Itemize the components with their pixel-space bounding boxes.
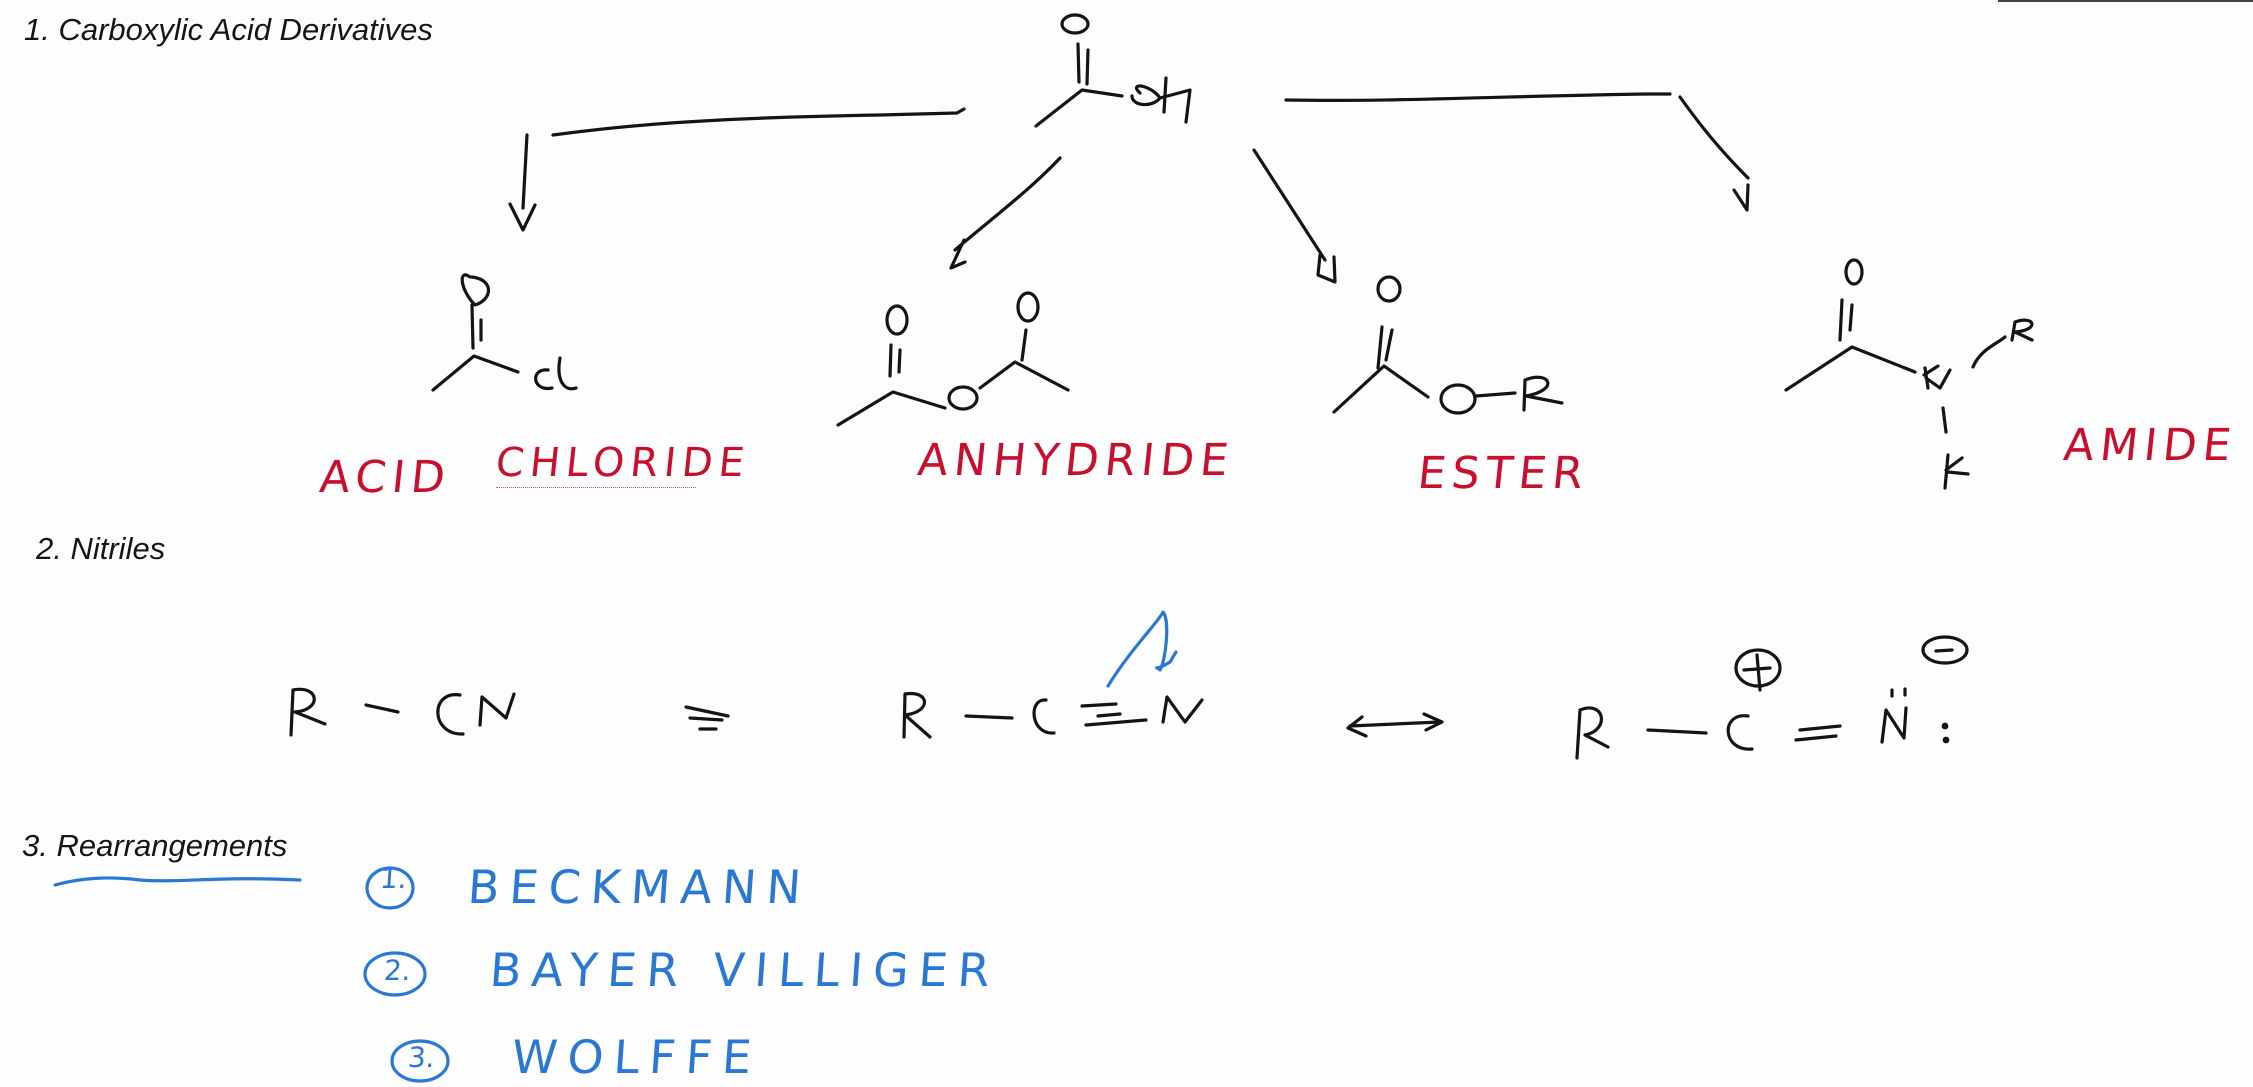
spellcheck-underline [496,487,696,488]
arrow-to-ester [1252,148,1337,284]
section-heading-rearrangements: 3. Rearrangements [22,828,288,863]
chlorine-cl-glyph [534,356,578,391]
reaction-arrows [508,92,1750,284]
rearrangements-underline-squiggle [53,876,302,887]
rearrangement-index-3: 3. [406,1041,436,1074]
nitrile-n-glyph [478,692,516,727]
ester-r-glyph [1522,375,1564,412]
amide-r-lower-glyph [1943,453,1970,490]
rearrangement-beckmann: BECKMANN [466,860,813,914]
rearrangement-index-1: 1. [378,862,408,895]
carbonyl-oxygen-glyph [1060,13,1090,35]
amide-r-upper-glyph [2010,318,2034,342]
rearrangement-number-circles [363,866,450,1083]
label-acid: ACID [317,452,454,503]
amide-n-glyph [1922,364,1952,390]
equivalence-sign [684,705,730,731]
bridging-oxygen-glyph [947,385,979,411]
label-anhydride: ANHYDRIDE [915,435,1237,486]
arrow-to-amide [1284,92,1750,212]
carboxylic-acid-structure [1034,13,1192,128]
anhydride-structure [836,291,1070,427]
hydroxyl-oh-glyph [1130,76,1192,124]
positive-charge-circle [1734,648,1782,688]
number-circle-3 [390,1039,450,1083]
arrow-to-anhydride [949,156,1062,270]
section-heading-carboxylic-acid-derivatives: 1. Carboxylic Acid Derivatives [24,12,433,47]
negative-charge-circle [1921,635,1969,665]
nitrile-formulas [289,635,1969,760]
amide-structure [1784,258,2034,490]
number-circle-1 [365,866,415,910]
rearrangement-bayer-villiger: BAYER VILLIGER [488,943,1002,997]
section-heading-nitriles: 2. Nitriles [36,531,166,566]
arrow-down-acid-chloride [508,133,537,232]
label-amide: AMIDE [2061,420,2240,471]
arrow-to-acid-chloride-line [551,107,966,137]
nitrile-c-glyph [436,693,465,736]
label-chloride: CHLORIDE [493,440,753,486]
label-ester: ESTER [1415,448,1592,499]
rearrangement-index-2: 2. [382,954,412,987]
number-circle-2 [363,951,427,997]
nitrile-r-glyph [289,687,327,737]
window-top-edge-bar [1998,0,2253,2]
electron-pushing-arrow [1106,610,1178,688]
acid-chloride-structure [431,273,578,392]
ester-structure [1332,275,1564,415]
rearrangement-wolffe: WOLFFE [510,1030,764,1084]
resonance-arrow [1346,712,1444,738]
